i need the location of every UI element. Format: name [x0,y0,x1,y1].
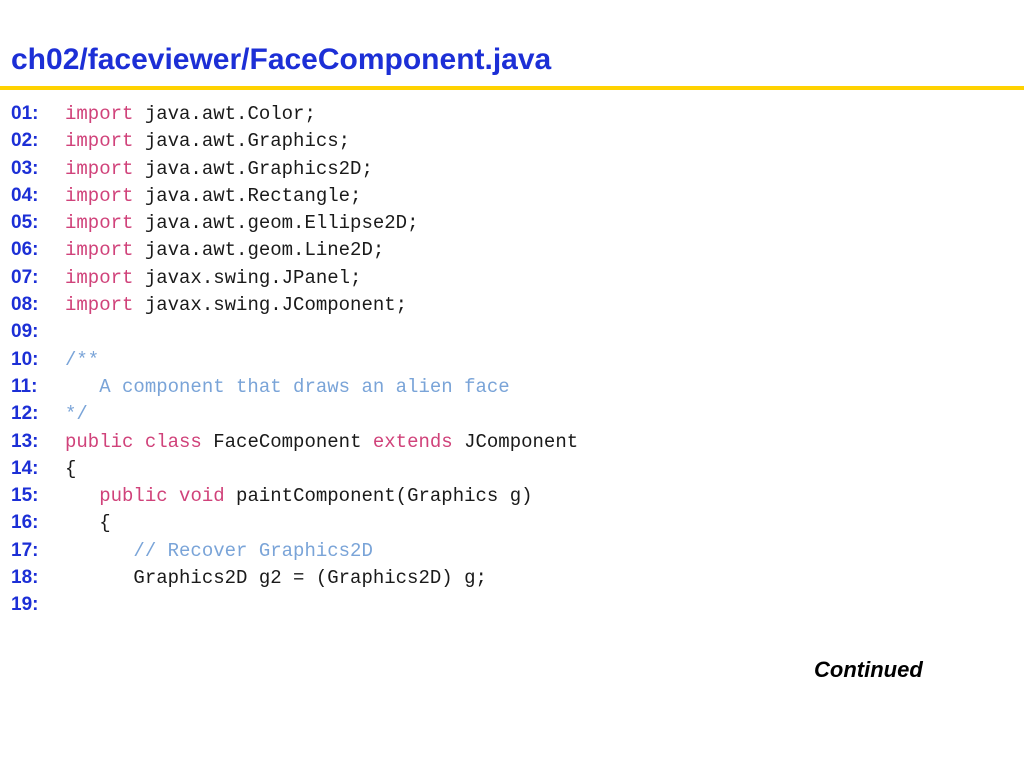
code-line: 05: import java.awt.geom.Ellipse2D; [11,209,1011,236]
title-divider [0,86,1024,90]
code-keyword: import [65,103,134,125]
code-keyword: public [65,430,134,453]
code-keyword: import [65,266,134,289]
code-listing: 01: import java.awt.Color; 02: import java.… [11,100,1011,619]
code-line: 02: import java.awt.Graphics; [11,127,1011,154]
line-number: 11: [11,375,38,397]
code-text: java.awt.geom.Line2D; [133,239,385,262]
code-keyword: void [179,485,225,508]
line-number: 08: [11,294,39,316]
code-keyword: import [65,157,134,180]
code-text: paintComponent(Graphics g) [224,485,533,508]
code-text: java.awt.Rectangle; [133,184,362,207]
code-keyword: import [65,130,134,153]
line-number: 17: [11,539,39,561]
line-number: 19: [11,594,39,616]
code-comment: A component that draws an alien face [65,375,510,398]
code-line: 04: import java.awt.Rectangle; [11,182,1011,209]
code-line: 14: { [11,455,1011,482]
code-line: 17: // Recover Graphics2D [11,537,1011,564]
line-number: 18: [11,567,39,589]
code-text: JComponent [452,430,579,453]
code-line: 18: Graphics2D g2 = (Graphics2D) g; [11,564,1011,591]
line-number: 10: [11,348,39,370]
line-number: 07: [11,266,39,288]
code-text: javax.swing.JPanel; [133,266,362,289]
code-line: 03: import java.awt.Graphics2D; [11,155,1011,182]
code-keyword: import [65,294,134,317]
code-line: 12: */ [11,400,1011,427]
code-keyword: import [65,184,134,207]
line-number: 03: [11,157,39,179]
code-text: FaceComponent [201,430,373,453]
code-text: { [65,457,77,480]
code-comment: /** [65,348,100,371]
code-keyword: import [65,239,134,262]
continued-label: Continued [814,657,923,682]
slide-title: ch02/faceviewer/FaceComponent.java [11,43,552,76]
line-number: 09: [11,321,39,343]
code-text: java.awt.Graphics2D; [133,157,373,180]
code-line: 01: import java.awt.Color; [11,100,1011,127]
code-line: 07: import javax.swing.JPanel; [11,264,1011,291]
line-number: 15: [11,485,39,507]
line-number: 06: [11,239,39,261]
code-text: java.awt.Graphics; [133,130,351,153]
code-keyword: class [144,430,202,453]
code-keyword: extends [372,430,453,453]
line-number: 13: [11,430,39,452]
code-line: 19: [11,591,1011,618]
code-line: 06: import java.awt.geom.Line2D; [11,236,1011,263]
code-text: javax.swing.JComponent; [133,294,408,317]
code-text [133,431,144,453]
code-line: 08: import javax.swing.JComponent; [11,291,1011,318]
line-number: 16: [11,512,39,534]
code-line: 11: A component that draws an alien face [11,373,1011,400]
code-text: { [65,512,111,535]
line-number: 02: [11,130,39,152]
code-text: java.awt.Color; [133,103,316,125]
line-number: 14: [11,457,39,479]
code-line: 15: public void paintComponent(Graphics … [11,482,1011,509]
code-line: 10: /** [11,346,1011,373]
code-line: 13: public class FaceComponent extends JC… [11,428,1011,455]
code-text [65,485,99,507]
code-line: 09: [11,318,1011,345]
code-line: 16: { [11,509,1011,536]
line-number: 05: [11,212,39,234]
code-text [65,540,133,562]
code-keyword: public [99,485,168,508]
line-number: 12: [11,403,39,425]
line-number: 01: [11,103,39,124]
code-text: Graphics2D g2 = (Graphics2D) g; [65,567,487,590]
code-comment: */ [65,403,88,426]
code-text: java.awt.geom.Ellipse2D; [133,212,419,235]
code-keyword: import [65,212,134,235]
code-text [168,485,179,507]
code-comment: // Recover Graphics2D [133,539,373,562]
line-number: 04: [11,184,39,206]
